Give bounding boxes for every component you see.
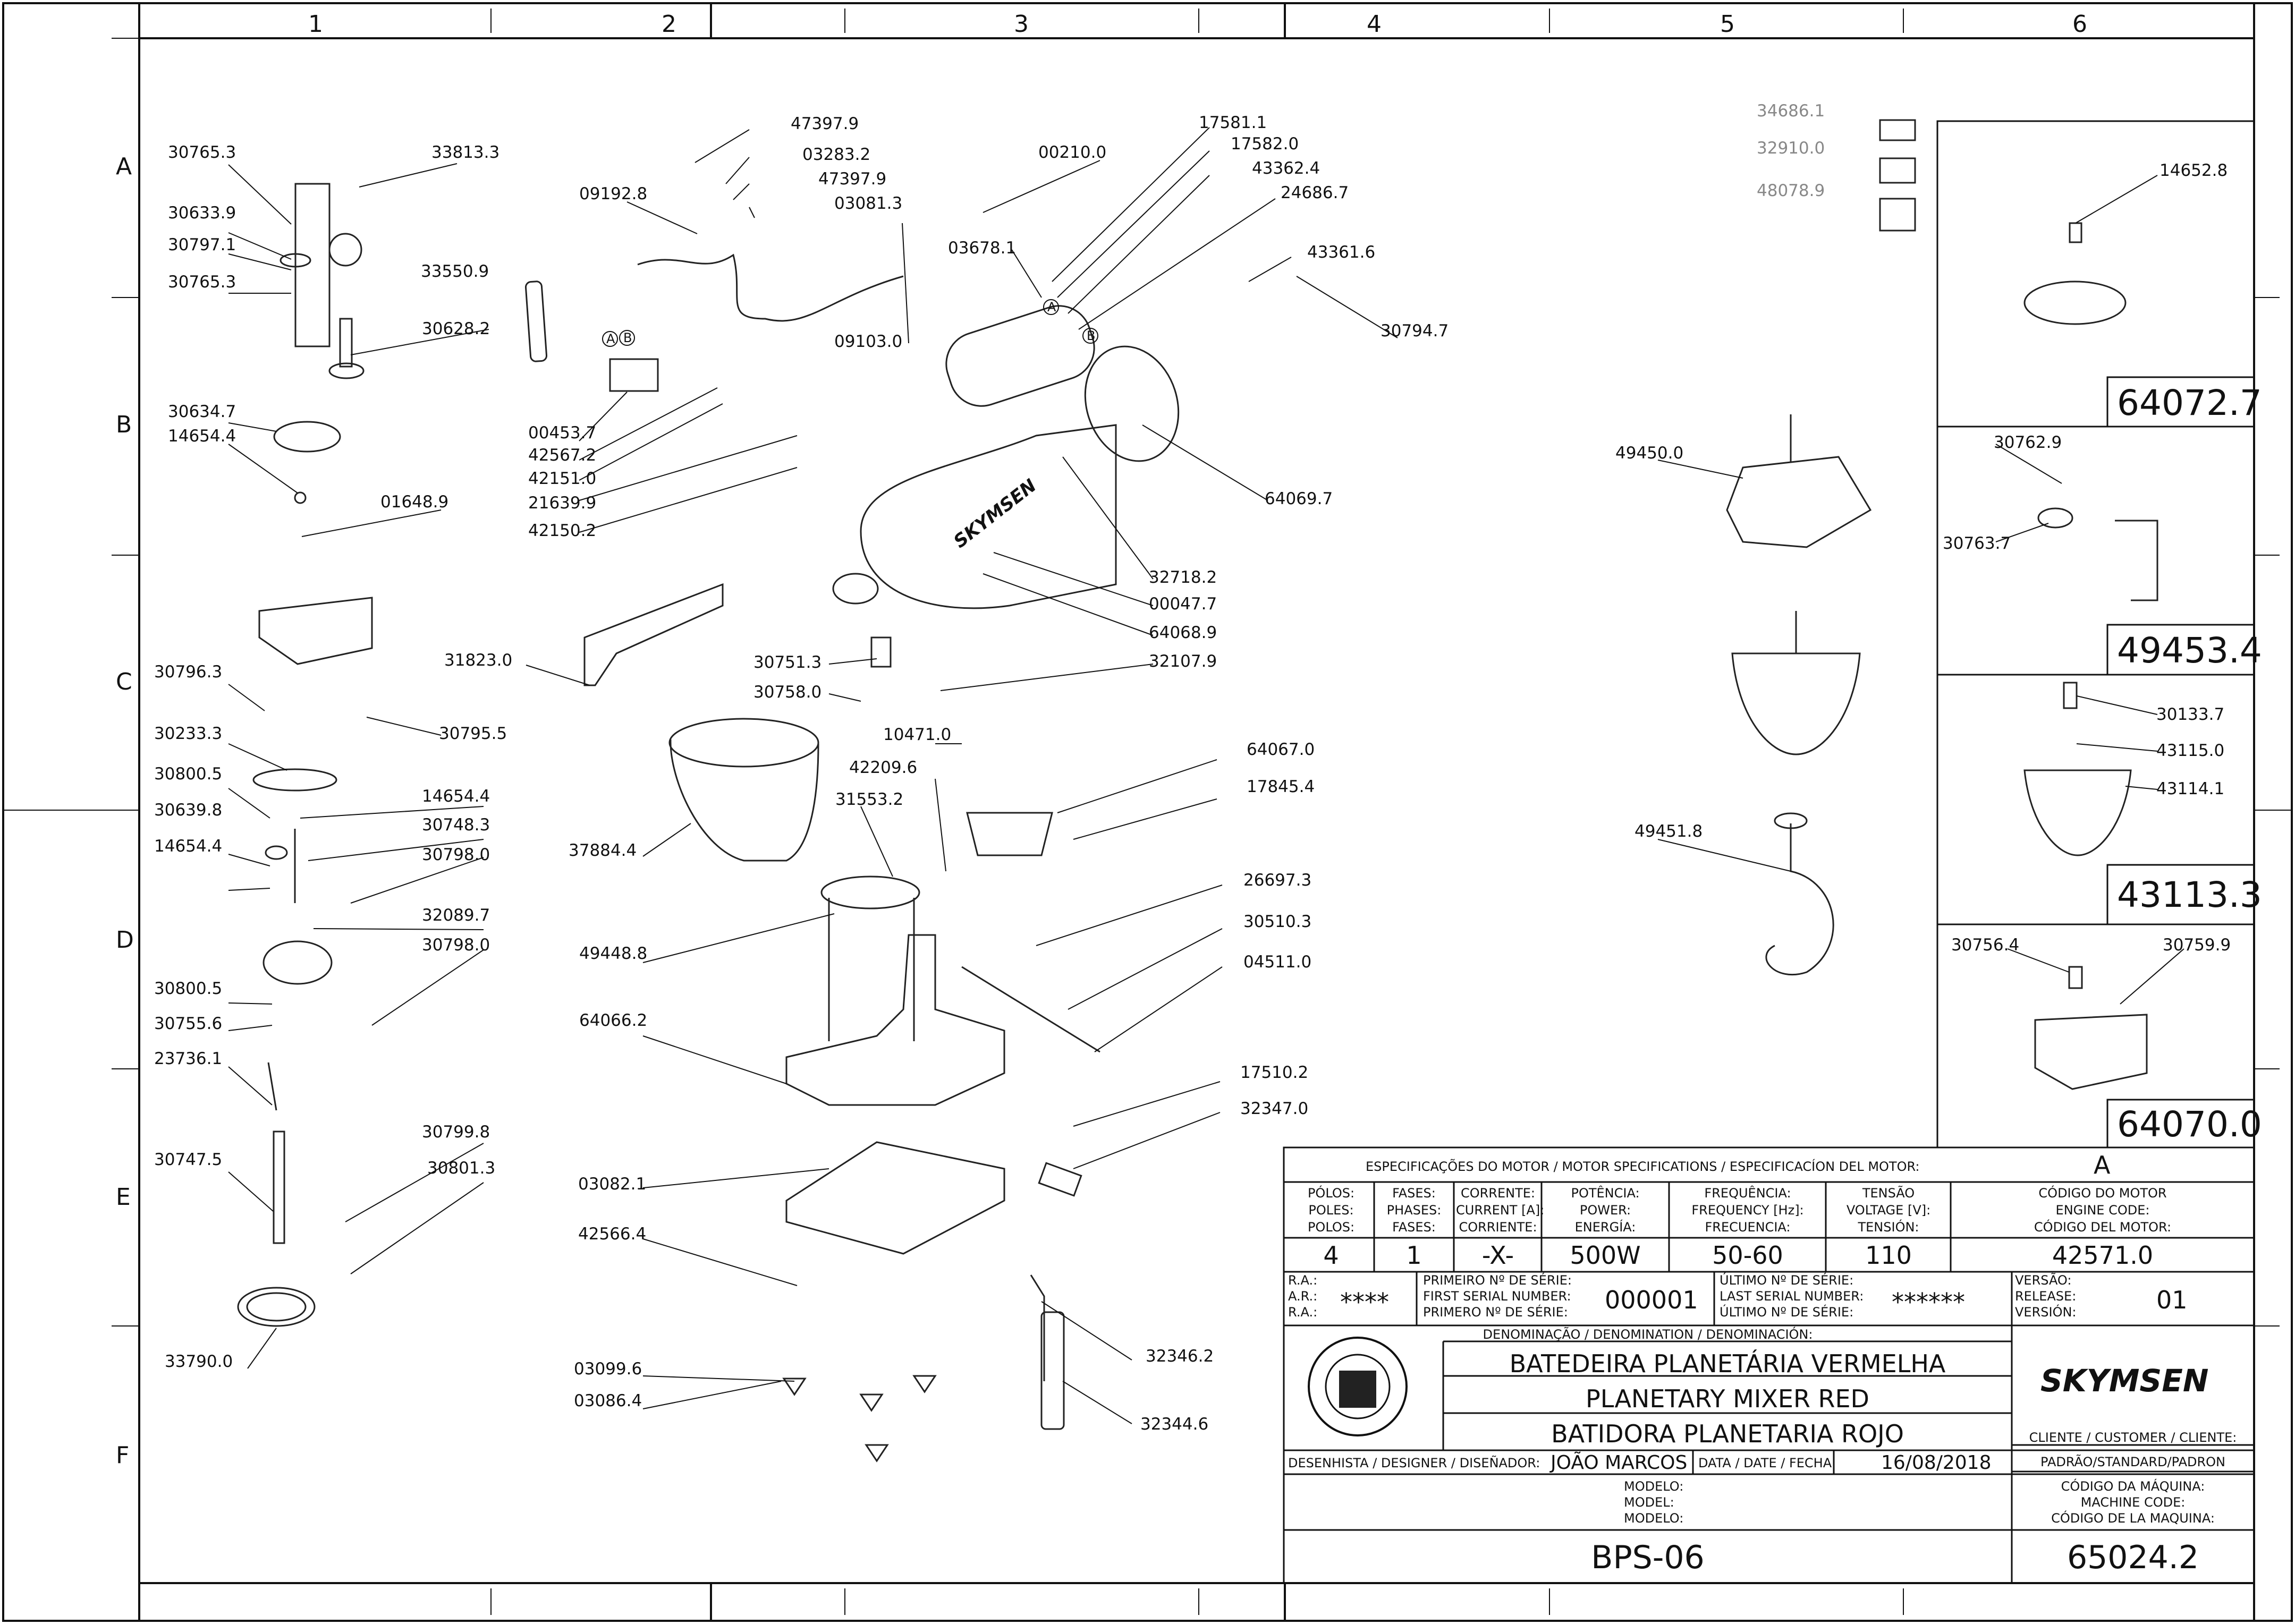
accessory-detail-panels (1936, 120, 2255, 1149)
assistencia-tecnica-seal (1308, 1337, 1408, 1436)
title-block-frame (1283, 1146, 2255, 1584)
leader-lines (228, 127, 2184, 1424)
grid-ticks (3, 8, 2292, 1615)
part-graphics (237, 119, 2158, 1463)
motor-callout-circles (602, 299, 1098, 347)
